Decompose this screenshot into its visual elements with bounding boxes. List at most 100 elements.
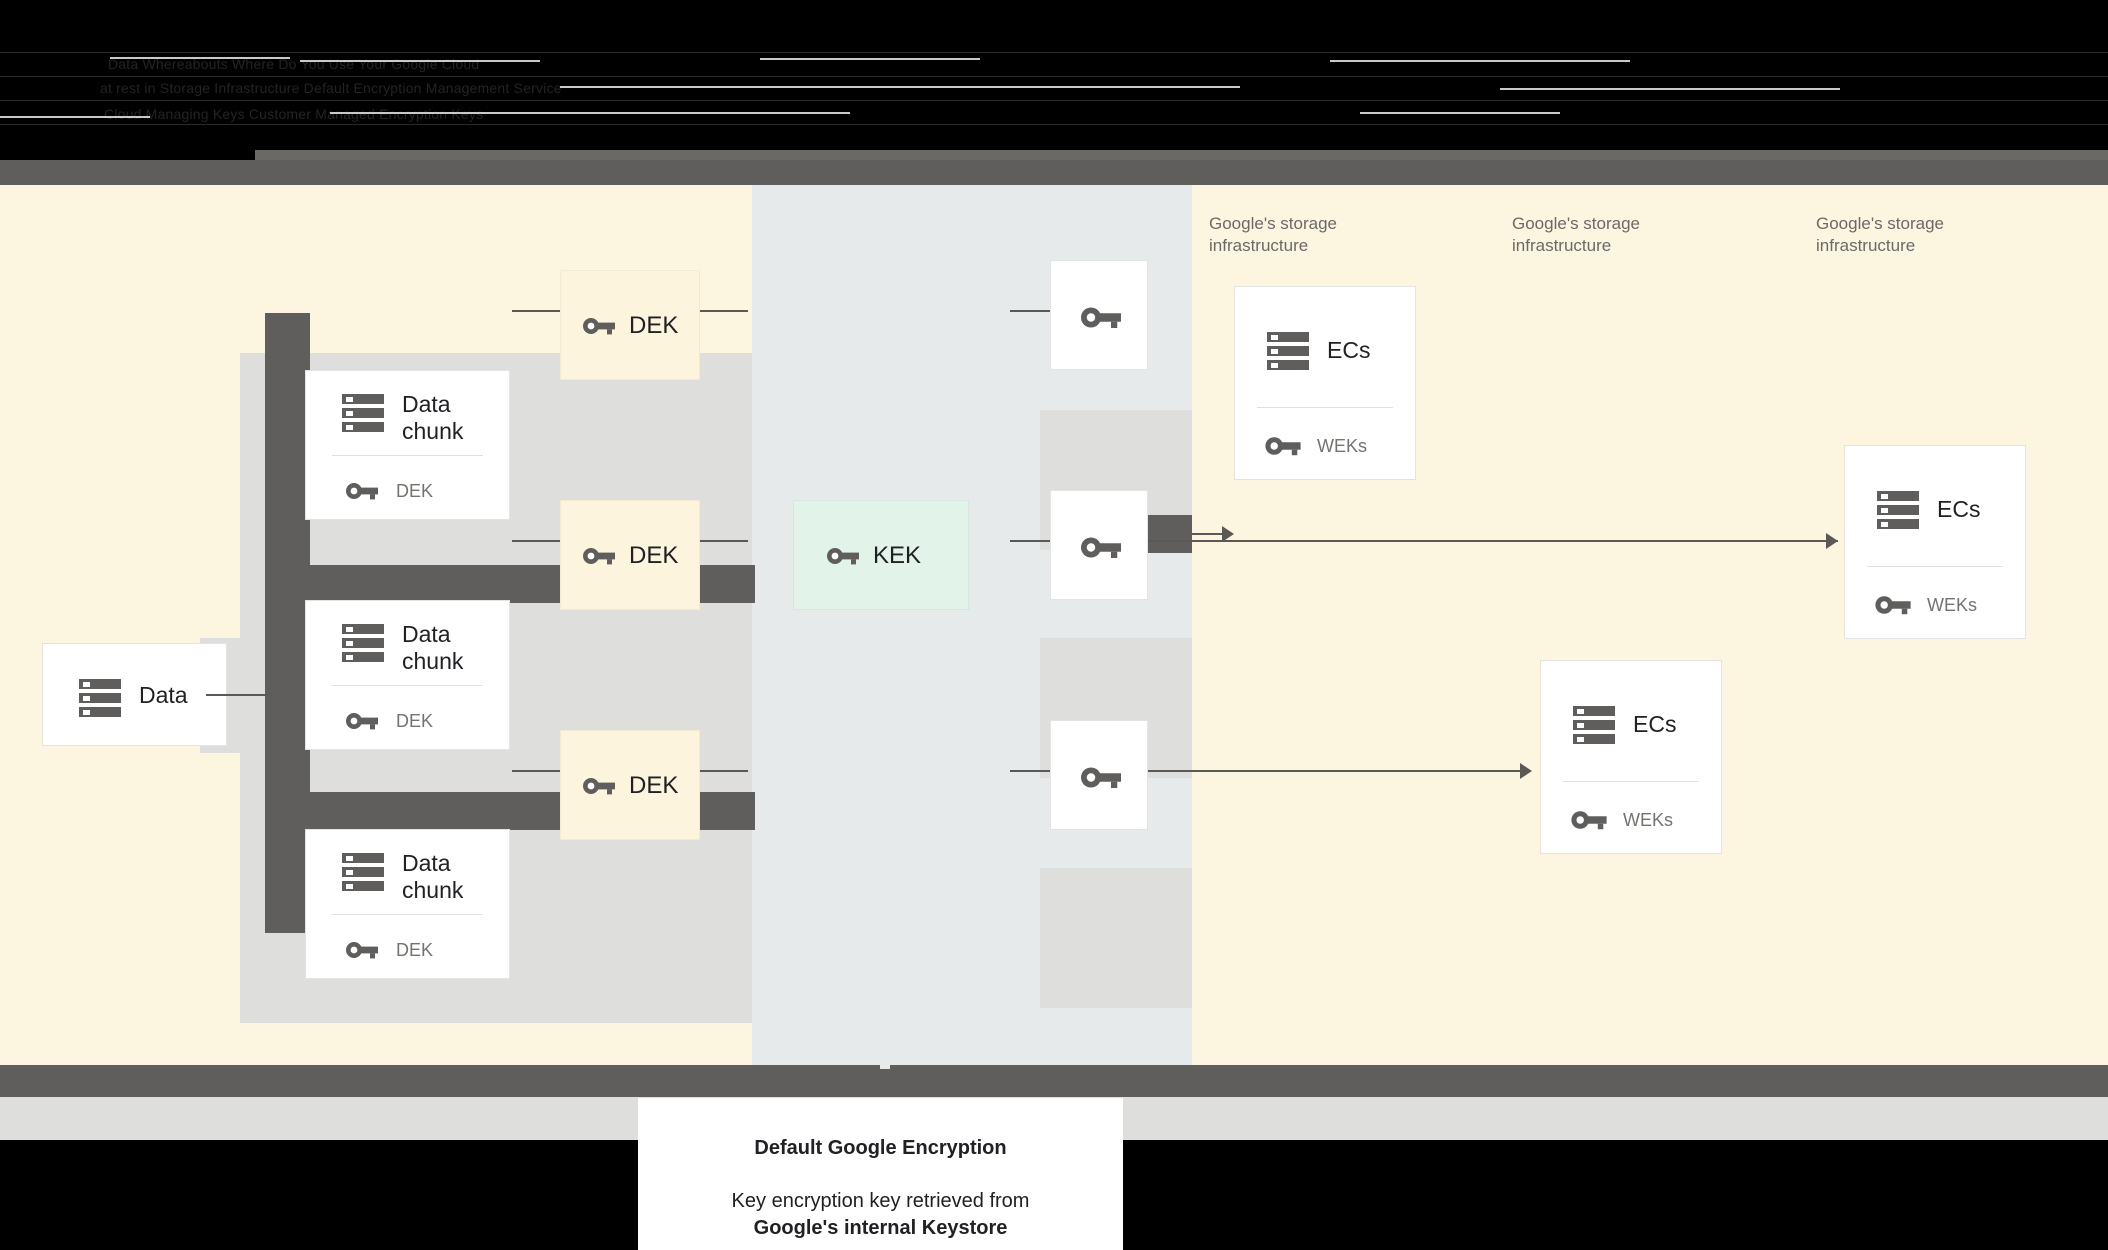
connector-dek-to-keystore	[700, 770, 748, 772]
storage-server-icon	[1877, 490, 1919, 535]
caption-box: Default Google Encryption Key encryption…	[638, 1098, 1123, 1250]
header-highlight	[0, 116, 150, 118]
dek-chip[interactable]: DEK	[560, 730, 700, 840]
key-icon	[1875, 594, 1911, 621]
data-chunk-key-label: DEK	[396, 711, 434, 731]
connector-chunk-to-dek	[512, 310, 560, 312]
card-divider	[332, 685, 483, 686]
bottom-dark-band	[0, 1065, 2108, 1097]
data-chunk-card[interactable]: Data chunk DEK	[305, 370, 510, 520]
card-divider	[1563, 781, 1699, 782]
footer-notch	[880, 1055, 890, 1069]
key-icon	[1081, 765, 1121, 795]
dek-chip-label: DEK	[629, 312, 679, 339]
key-icon	[583, 546, 615, 571]
header-highlight	[300, 60, 540, 62]
ecs-card-key-label: WEKs	[1927, 595, 1978, 615]
header-highlight	[1330, 60, 1630, 62]
data-chunk-key-label: DEK	[396, 940, 434, 960]
wrapped-key-box[interactable]	[1050, 490, 1148, 600]
ecs-card-key-label: WEKs	[1317, 436, 1368, 456]
header-rule	[0, 124, 2108, 125]
key-icon	[1571, 809, 1607, 836]
data-chunk-key-label: DEK	[396, 481, 434, 501]
connector-chunk-to-dek	[512, 770, 560, 772]
data-source-card[interactable]: Data	[42, 643, 227, 746]
storage-server-icon	[342, 393, 384, 438]
ecs-card-title: ECs	[1327, 337, 1371, 363]
infra-label-2: Google's storage infrastructure	[1512, 214, 1640, 255]
wrapped-key-shade	[1040, 868, 1192, 1008]
wrapped-key-box[interactable]	[1050, 260, 1148, 370]
header-bottom-strip	[255, 150, 2108, 160]
arrowhead-icon	[1826, 533, 1838, 549]
caption-body-line-2: Google's internal Keystore	[753, 1217, 1008, 1239]
header-rule	[0, 52, 2108, 53]
arrowhead-icon	[1520, 763, 1532, 779]
connector-data-to-bracket	[206, 694, 268, 696]
connector-chunk-to-dek	[512, 540, 560, 542]
header-highlight	[760, 58, 980, 60]
storage-server-icon	[342, 623, 384, 668]
header-rule	[0, 76, 2108, 77]
key-icon	[827, 546, 859, 571]
infra-label-3: Google's storage infrastructure	[1816, 214, 1944, 255]
key-icon	[346, 711, 378, 736]
kek-chip[interactable]: KEK	[793, 500, 969, 610]
card-divider	[1867, 566, 2003, 567]
dek-chip[interactable]: DEK	[560, 270, 700, 380]
connector-kek-to-wrapped-key	[1010, 310, 1050, 312]
arrow-to-ecs-top	[1192, 533, 1230, 535]
obscured-text-line-3: Cloud Managing Keys Customer Managed Enc…	[104, 106, 484, 122]
caption-body-line-1: Key encryption key retrieved from	[731, 1190, 1030, 1212]
ecs-card[interactable]: ECs WEKs	[1234, 286, 1416, 480]
key-icon	[583, 776, 615, 801]
connector-kek-to-wrapped-key	[1010, 540, 1050, 542]
dek-chip-label: DEK	[629, 772, 679, 799]
header-highlight	[560, 86, 1240, 88]
header-highlight	[1500, 88, 1840, 90]
key-icon	[1081, 305, 1121, 335]
key-icon	[583, 316, 615, 341]
data-chunk-title: Data chunk	[402, 391, 464, 444]
dek-chip-label: DEK	[629, 542, 679, 569]
obscured-header-bar: Data Whereabouts Where Do You Use Your G…	[0, 0, 2108, 160]
storage-server-icon	[1267, 331, 1309, 376]
data-chunk-card[interactable]: Data chunk DEK	[305, 600, 510, 750]
arrow-to-ecs-middle	[1148, 540, 1838, 542]
storage-server-icon	[79, 678, 121, 723]
dek-chip[interactable]: DEK	[560, 500, 700, 610]
arrow-to-ecs-bottom	[1148, 770, 1528, 772]
data-chunk-title: Data chunk	[402, 850, 464, 903]
ecs-card-title: ECs	[1633, 711, 1677, 737]
data-chunk-card[interactable]: Data chunk DEK	[305, 829, 510, 979]
header-highlight	[1360, 112, 1560, 114]
ecs-card[interactable]: ECs WEKs	[1844, 445, 2026, 639]
key-icon	[1265, 435, 1301, 462]
bracket-trunk	[265, 313, 310, 933]
infra-label-1: Google's storage infrastructure	[1209, 214, 1337, 255]
encryption-flow-diagram: Data Data chunk DEK	[0, 160, 2108, 1250]
key-icon	[346, 940, 378, 965]
card-divider	[1257, 407, 1393, 408]
header-rule	[0, 100, 2108, 101]
arrowhead-icon	[1222, 526, 1234, 542]
data-source-title: Data	[139, 682, 188, 708]
header-highlight	[110, 57, 290, 59]
card-divider	[332, 455, 483, 456]
top-dark-band	[0, 160, 2108, 185]
connector-kek-to-wrapped-key	[1010, 770, 1050, 772]
connector-dek-to-keystore	[700, 540, 748, 542]
data-chunk-title: Data chunk	[402, 621, 464, 674]
key-icon	[1081, 535, 1121, 565]
ecs-card[interactable]: ECs WEKs	[1540, 660, 1722, 854]
obscured-text-line-2: at rest in Storage Infrastructure Defaul…	[100, 80, 562, 96]
ecs-card-key-label: WEKs	[1623, 810, 1674, 830]
connector-dek-to-keystore	[700, 310, 748, 312]
header-highlight	[330, 112, 850, 114]
wrapped-key-box[interactable]	[1050, 720, 1148, 830]
ecs-card-title: ECs	[1937, 496, 1981, 522]
kek-chip-label: KEK	[873, 542, 922, 569]
storage-server-icon	[342, 852, 384, 897]
card-divider	[332, 914, 483, 915]
